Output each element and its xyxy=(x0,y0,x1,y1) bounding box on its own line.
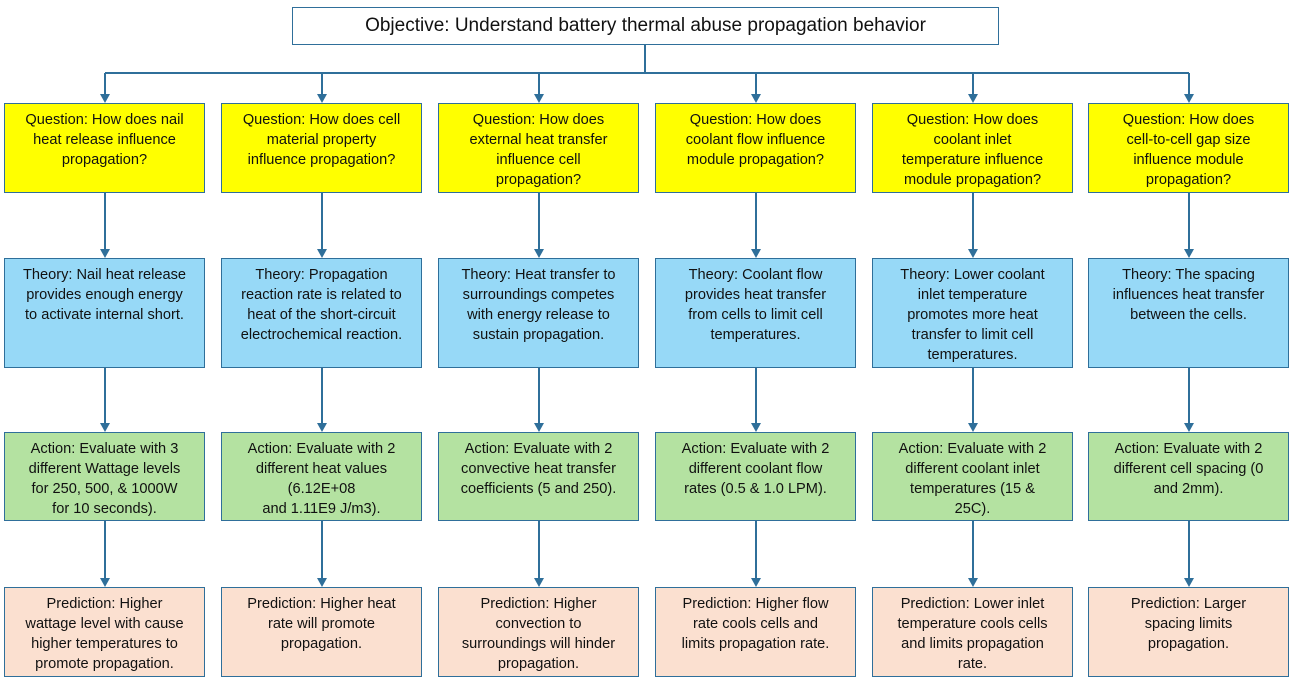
arrowhead-to-theory xyxy=(1184,249,1194,258)
arrowhead-to-theory xyxy=(751,249,761,258)
theory-box-coolant-inlet-temp: Theory: Lower coolant inlet temperature … xyxy=(872,258,1073,368)
prediction-box-coolant-inlet-temp: Prediction: Lower inlet temperature cool… xyxy=(872,587,1073,677)
prediction-box-coolant-flow: Prediction: Higher flow rate cools cells… xyxy=(655,587,856,677)
question-box-coolant-flow: Question: How does coolant flow influenc… xyxy=(655,103,856,193)
theory-text: Theory: Propagation reaction rate is rel… xyxy=(240,267,403,343)
arrowhead-to-theory xyxy=(317,249,327,258)
question-box-nail-heat: Question: How does nail heat release inf… xyxy=(4,103,205,193)
theory-box-coolant-flow: Theory: Coolant flow provides heat trans… xyxy=(655,258,856,368)
arrowhead-to-action xyxy=(1184,423,1194,432)
arrowhead-to-question xyxy=(317,94,327,103)
question-text: Question: How does cell-to-cell gap size… xyxy=(1122,112,1255,188)
action-box-coolant-flow: Action: Evaluate with 2 different coolan… xyxy=(655,432,856,521)
action-box-external-heat: Action: Evaluate with 2 convective heat … xyxy=(438,432,639,521)
arrowhead-to-action xyxy=(751,423,761,432)
prediction-text: Prediction: Larger spacing limits propag… xyxy=(1130,596,1247,652)
theory-box-gap-size: Theory: The spacing influences heat tran… xyxy=(1088,258,1289,368)
arrowhead-to-prediction xyxy=(317,578,327,587)
action-text: Action: Evaluate with 2 convective heat … xyxy=(460,441,617,497)
action-box-gap-size: Action: Evaluate with 2 different cell s… xyxy=(1088,432,1289,521)
theory-text: Theory: Coolant flow provides heat trans… xyxy=(684,267,827,343)
arrowhead-to-question xyxy=(100,94,110,103)
question-text: Question: How does cell material propert… xyxy=(242,112,401,168)
question-text: Question: How does coolant inlet tempera… xyxy=(901,112,1044,188)
prediction-text: Prediction: Higher convection to surroun… xyxy=(461,596,616,672)
prediction-box-nail-heat: Prediction: Higher wattage level with ca… xyxy=(4,587,205,677)
arrowhead-to-prediction xyxy=(1184,578,1194,587)
arrowhead-to-question xyxy=(534,94,544,103)
arrowhead-to-question xyxy=(1184,94,1194,103)
theory-text: Theory: The spacing influences heat tran… xyxy=(1112,267,1265,323)
question-text: Question: How does external heat transfe… xyxy=(469,112,608,188)
action-box-coolant-inlet-temp: Action: Evaluate with 2 different coolan… xyxy=(872,432,1073,521)
question-box-coolant-inlet-temp: Question: How does coolant inlet tempera… xyxy=(872,103,1073,193)
action-box-nail-heat: Action: Evaluate with 3 different Wattag… xyxy=(4,432,205,521)
objective-text: Objective: Understand battery thermal ab… xyxy=(365,15,926,36)
arrowhead-to-action xyxy=(968,423,978,432)
arrowhead-to-theory xyxy=(534,249,544,258)
arrowhead-to-prediction xyxy=(534,578,544,587)
prediction-text: Prediction: Lower inlet temperature cool… xyxy=(897,596,1048,672)
arrowhead-to-action xyxy=(534,423,544,432)
theory-box-external-heat: Theory: Heat transfer to surroundings co… xyxy=(438,258,639,368)
objective-box: Objective: Understand battery thermal ab… xyxy=(292,7,999,45)
prediction-text: Prediction: Higher heat rate will promot… xyxy=(247,596,396,652)
action-text: Action: Evaluate with 2 different coolan… xyxy=(898,441,1047,517)
question-text: Question: How does coolant flow influenc… xyxy=(685,112,826,168)
arrowhead-to-action xyxy=(100,423,110,432)
theory-text: Theory: Nail heat release provides enoug… xyxy=(22,267,187,323)
question-text: Question: How does nail heat release inf… xyxy=(25,112,184,168)
question-box-external-heat: Question: How does external heat transfe… xyxy=(438,103,639,193)
arrowhead-to-prediction xyxy=(968,578,978,587)
action-text: Action: Evaluate with 3 different Wattag… xyxy=(28,441,181,517)
action-text: Action: Evaluate with 2 different cell s… xyxy=(1113,441,1264,497)
prediction-text: Prediction: Higher wattage level with ca… xyxy=(25,596,184,672)
arrowhead-to-question xyxy=(751,94,761,103)
arrowhead-to-action xyxy=(317,423,327,432)
theory-text: Theory: Lower coolant inlet temperature … xyxy=(900,267,1045,363)
arrowhead-to-question xyxy=(968,94,978,103)
prediction-text: Prediction: Higher flow rate cools cells… xyxy=(681,596,830,652)
prediction-box-gap-size: Prediction: Larger spacing limits propag… xyxy=(1088,587,1289,677)
theory-box-nail-heat: Theory: Nail heat release provides enoug… xyxy=(4,258,205,368)
action-box-cell-material: Action: Evaluate with 2 different heat v… xyxy=(221,432,422,521)
arrowhead-to-theory xyxy=(100,249,110,258)
question-box-cell-material: Question: How does cell material propert… xyxy=(221,103,422,193)
arrowhead-to-theory xyxy=(968,249,978,258)
arrowhead-to-prediction xyxy=(100,578,110,587)
prediction-box-external-heat: Prediction: Higher convection to surroun… xyxy=(438,587,639,677)
action-text: Action: Evaluate with 2 different heat v… xyxy=(247,441,396,517)
theory-text: Theory: Heat transfer to surroundings co… xyxy=(461,267,616,343)
question-box-gap-size: Question: How does cell-to-cell gap size… xyxy=(1088,103,1289,193)
action-text: Action: Evaluate with 2 different coolan… xyxy=(681,441,830,497)
prediction-box-cell-material: Prediction: Higher heat rate will promot… xyxy=(221,587,422,677)
arrowhead-to-prediction xyxy=(751,578,761,587)
theory-box-cell-material: Theory: Propagation reaction rate is rel… xyxy=(221,258,422,368)
